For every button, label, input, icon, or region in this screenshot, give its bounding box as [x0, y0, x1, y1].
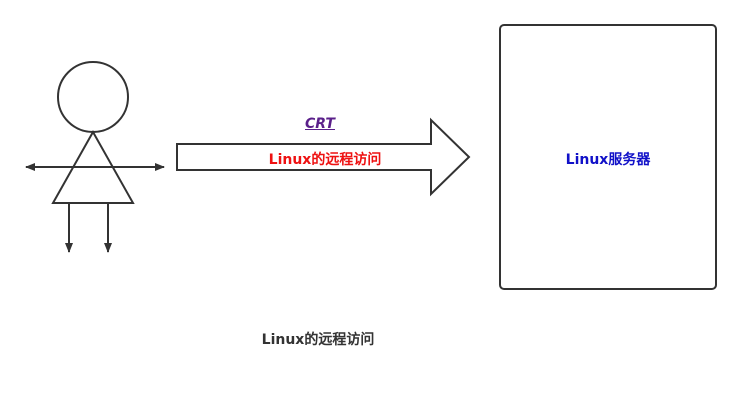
linux-server-label: Linux服务器 — [565, 152, 651, 168]
remote-access-arrow-label: Linux的远程访问 — [268, 152, 382, 168]
connection-arrow — [176, 117, 471, 197]
figure-head — [57, 61, 129, 133]
stick-figure-user-icon — [25, 61, 165, 253]
linux-server-box — [499, 24, 717, 290]
crt-tool-label: CRT — [305, 116, 335, 132]
diagram-caption: Linux的远程访问 — [261, 332, 375, 348]
